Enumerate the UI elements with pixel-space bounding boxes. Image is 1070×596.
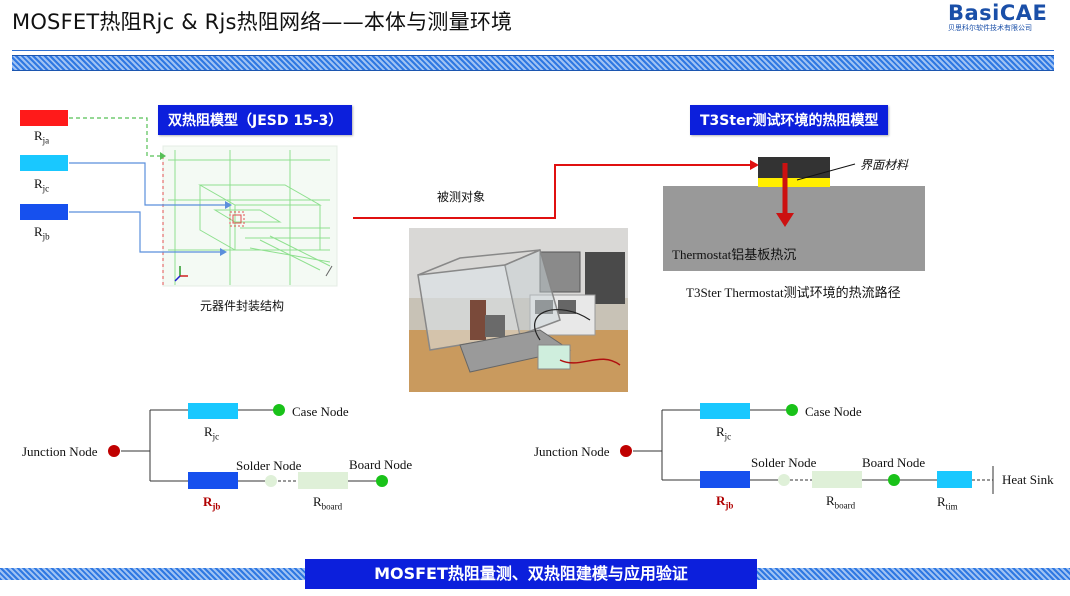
- legend-label-rja: Rja: [34, 128, 50, 146]
- heatsink-block: [663, 186, 925, 271]
- right-heat-sink-label: Heat Sink: [1002, 472, 1054, 487]
- page-title: MOSFET热阻Rjc & Rjs热阻网络——本体与测量环境: [12, 10, 513, 34]
- right-board-node-label: Board Node: [862, 455, 926, 470]
- right-case-node: [786, 404, 798, 416]
- left-junction-node-label: Junction Node: [22, 444, 98, 459]
- package-caption: 元器件封装结构: [200, 299, 285, 313]
- left-solder-node: [265, 475, 277, 487]
- header-divider: [12, 50, 1054, 51]
- logo-company-name: 贝思科尔软件技术有限公司: [948, 24, 1032, 32]
- device-block: [758, 157, 830, 178]
- right-solder-node-label: Solder Node: [751, 455, 817, 470]
- right-label-rboard: Rboard: [826, 493, 856, 511]
- right-resistor-rjc: [700, 403, 750, 419]
- test-setup-photo: [409, 228, 628, 392]
- left-case-node-label: Case Node: [292, 404, 349, 419]
- footer-label: MOSFET热阻量测、双热阻建模与应用验证: [305, 559, 757, 589]
- left-solder-node-label: Solder Node: [236, 458, 302, 473]
- right-junction-node-label: Junction Node: [534, 444, 610, 459]
- legend-swatch-rjb: [20, 204, 68, 220]
- right-label-rjc: Rjc: [716, 424, 732, 442]
- right-resistor-rboard: [812, 471, 862, 488]
- interface-material-layer: [758, 178, 830, 187]
- left-board-node: [376, 475, 388, 487]
- left-label-rjb: Rjb: [203, 494, 221, 512]
- right-network-wires: [633, 409, 994, 494]
- package-structure-image: [162, 145, 338, 287]
- heatsink-label: Thermostat铝基板热沉: [672, 247, 797, 262]
- left-label-rboard: Rboard: [313, 494, 343, 512]
- legend-swatch-rjc: [20, 155, 68, 171]
- legend-label-rjb: Rjb: [34, 224, 50, 242]
- left-resistor-rjc: [188, 403, 238, 419]
- header-band: [12, 55, 1054, 71]
- left-network-wires: [121, 409, 376, 482]
- left-label-rjc: Rjc: [204, 424, 220, 442]
- right-solder-node: [778, 474, 790, 486]
- right-board-node: [888, 474, 900, 486]
- legend-label-rjc: Rjc: [34, 176, 50, 194]
- right-resistor-rtim: [937, 471, 972, 488]
- right-label-rtim: Rtim: [937, 494, 958, 512]
- left-resistor-rjb: [188, 472, 238, 489]
- brand-logo: BasiCAE 贝思科尔软件技术有限公司: [948, 2, 1058, 36]
- section-label-dual-model: 双热阻模型（JESD 15-3）: [158, 105, 353, 135]
- heat-flow-caption: T3Ster Thermostat测试环境的热流路径: [686, 285, 901, 300]
- left-junction-node: [108, 445, 120, 457]
- right-resistor-rjb: [700, 471, 750, 488]
- interface-material-label: 界面材料: [860, 158, 909, 172]
- left-resistor-rboard: [298, 472, 348, 489]
- right-junction-node: [620, 445, 632, 457]
- logo-wordmark: BasiCAE: [948, 1, 1048, 25]
- right-case-node-label: Case Node: [805, 404, 862, 419]
- section-label-t3ster-model: T3Ster测试环境的热阻模型: [690, 105, 889, 135]
- right-label-rjb: Rjb: [716, 493, 734, 511]
- left-case-node: [273, 404, 285, 416]
- legend-swatch-rja: [20, 110, 68, 126]
- left-board-node-label: Board Node: [349, 457, 413, 472]
- arrow-label-dut: 被测对象: [437, 190, 486, 204]
